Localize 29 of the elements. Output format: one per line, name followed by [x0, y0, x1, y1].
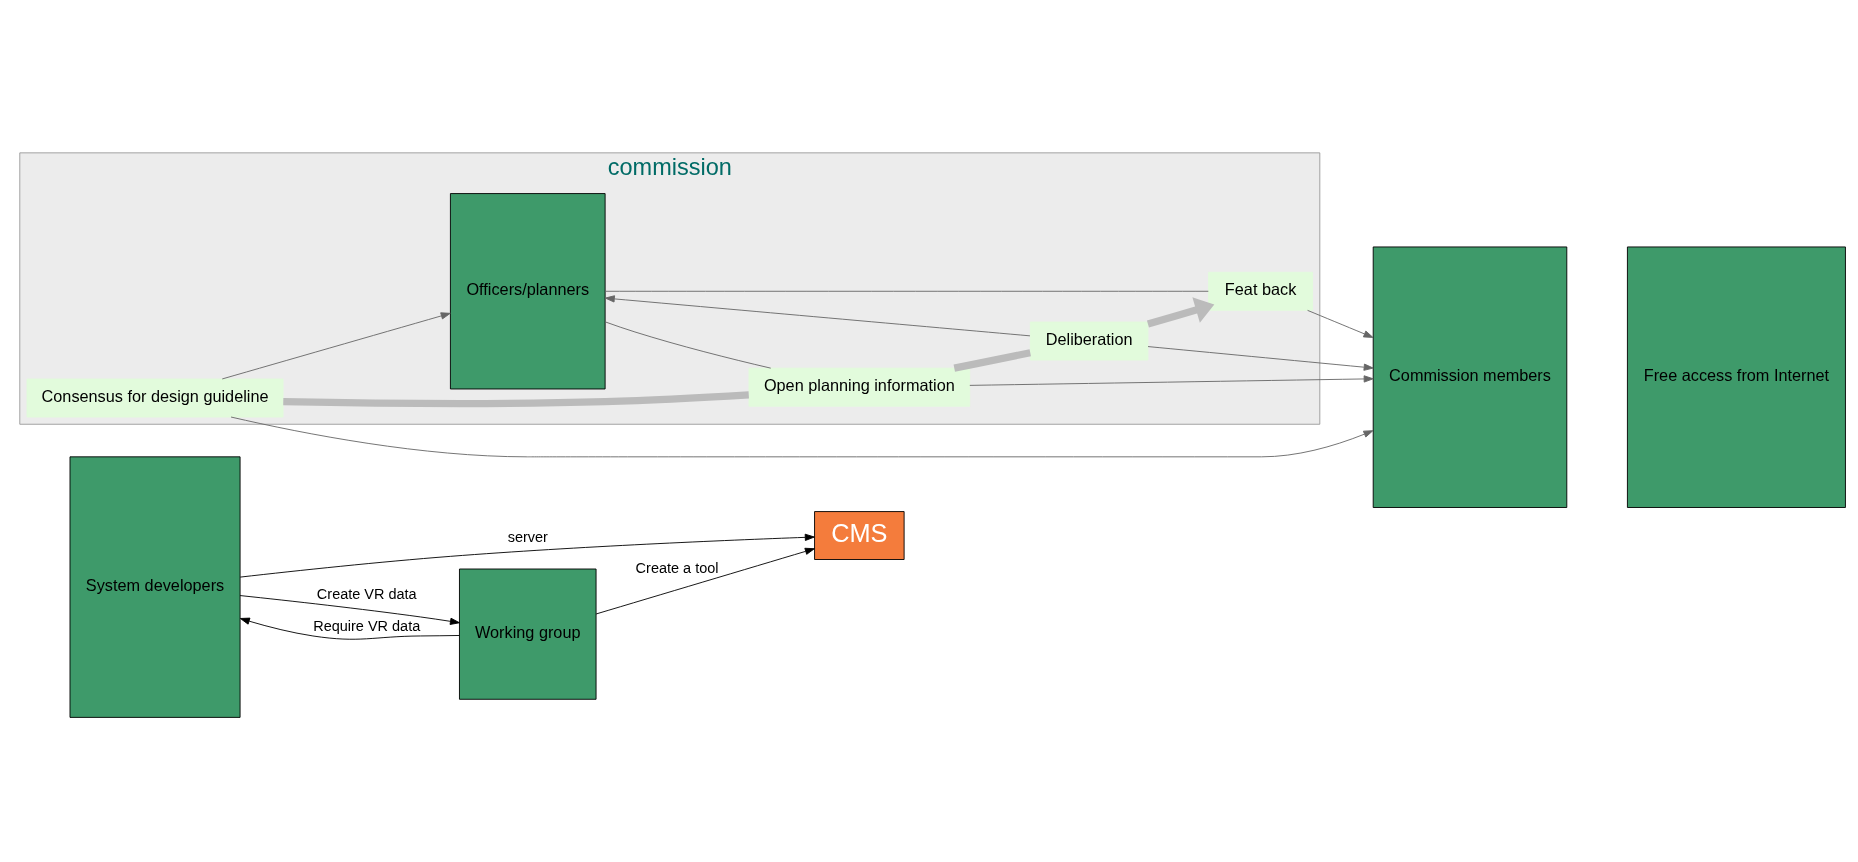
arrow [239, 617, 460, 640]
node-box: Consensus for design guideline [26, 378, 284, 417]
node-box: System developers [69, 455, 241, 718]
node-box: Feat back [1208, 271, 1314, 311]
node-box: Free access from Internet [1626, 246, 1846, 508]
arrow [239, 533, 815, 578]
node-box: Open planning information [748, 367, 971, 407]
arrow [239, 594, 460, 625]
edge-label: Create VR data [316, 585, 417, 602]
edge-label: Require VR data [313, 617, 421, 634]
edge-label: Create a tool [635, 559, 719, 576]
node-box: Deliberation [1029, 321, 1149, 360]
connector [283, 390, 749, 407]
arrow [1147, 345, 1374, 371]
arrow [230, 416, 1374, 457]
connector [604, 290, 1209, 292]
edge-label: server [507, 528, 548, 545]
arrow [1146, 296, 1215, 328]
arrow [595, 547, 815, 614]
connector [953, 348, 1031, 372]
arrow [969, 374, 1374, 386]
node-box: Officers/planners [449, 192, 606, 389]
arrow [1307, 309, 1374, 338]
node-box: CMS [814, 510, 905, 560]
arrow [604, 294, 1031, 336]
node-box: Working group [459, 568, 597, 700]
arrow [221, 311, 451, 379]
connector [604, 320, 772, 369]
node-box: Commission members [1372, 246, 1568, 508]
